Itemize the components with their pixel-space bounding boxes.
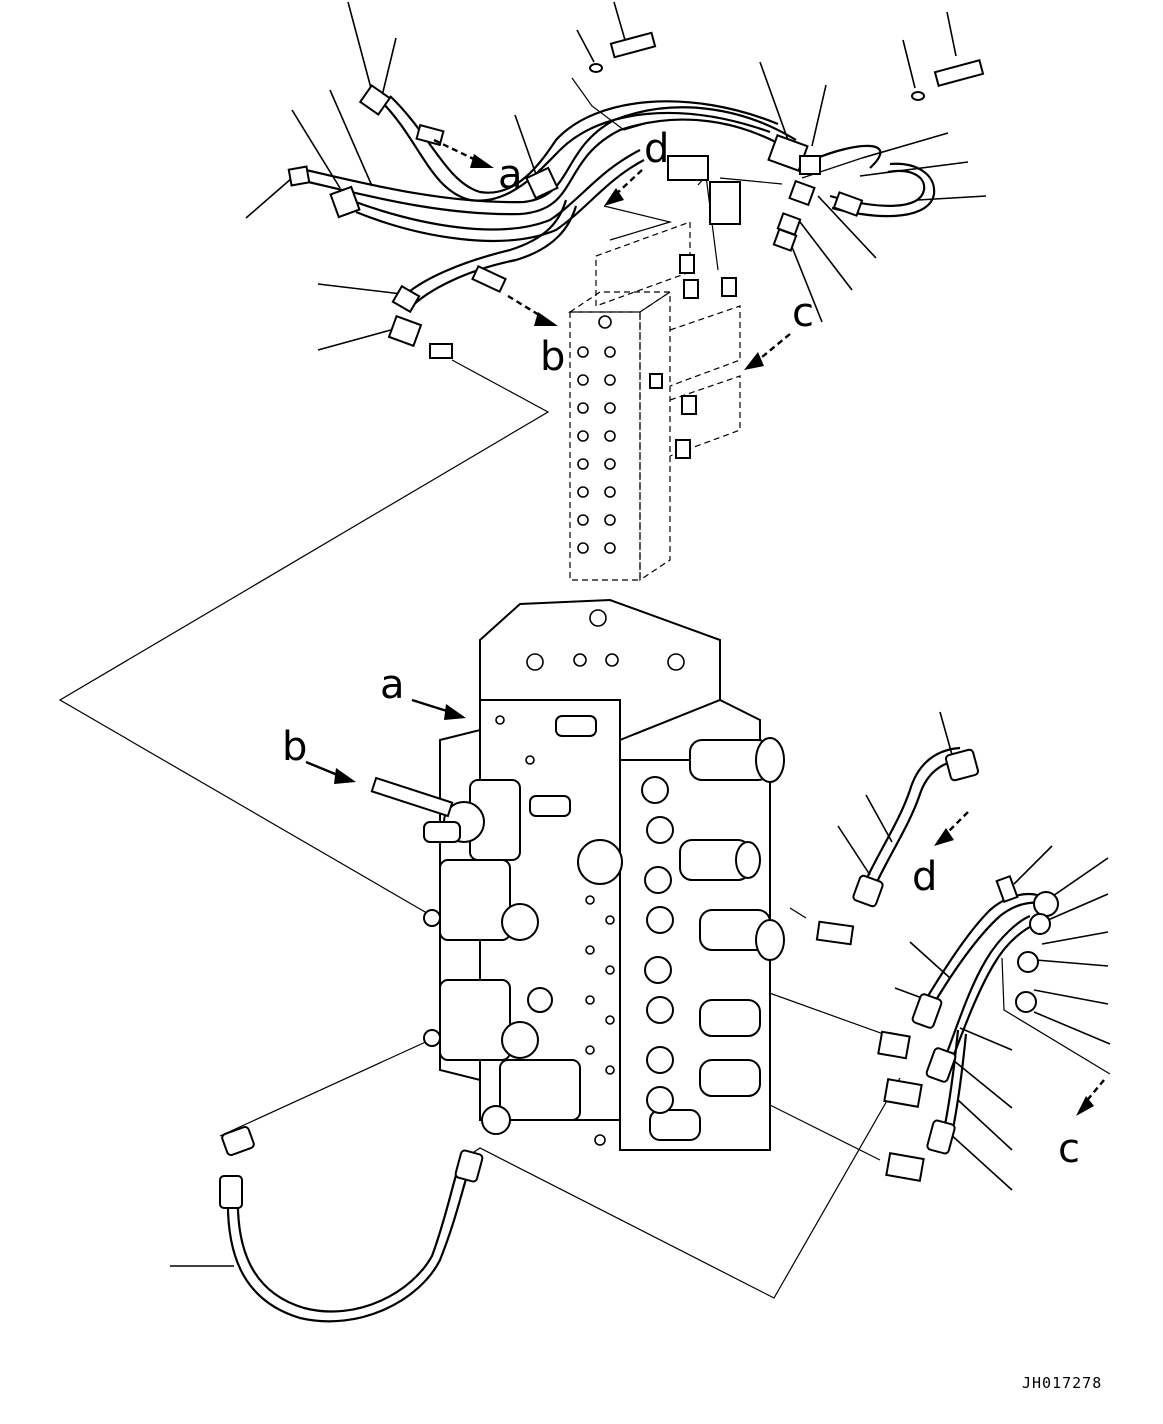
bottom-left-hose <box>219 1126 484 1323</box>
arrow-b-top <box>507 294 558 326</box>
view-labels: a b c d a b d c JH017278 <box>282 126 1102 1392</box>
label-c-right: c <box>1058 1126 1080 1172</box>
upper-valve-body <box>568 221 741 582</box>
label-a-main: a <box>380 662 405 708</box>
arrow-a-top <box>433 138 494 168</box>
arrow-c-top <box>744 333 791 370</box>
upper-hose-harness <box>287 31 985 359</box>
main-control-valve <box>370 598 785 1151</box>
label-d-right: d <box>912 854 937 900</box>
drawing-code: JH017278 <box>1022 1374 1102 1392</box>
arrow-d-right <box>934 811 969 846</box>
label-c-top: c <box>792 290 814 336</box>
label-b-top: b <box>540 334 565 380</box>
arrow-c-right <box>1076 1079 1105 1116</box>
right-pipe-d <box>815 746 979 1182</box>
label-a-top: a <box>498 152 523 198</box>
callout-leaders <box>170 1 1111 1267</box>
label-d-top: d <box>644 126 669 172</box>
direction-arrows <box>305 138 1105 1116</box>
label-b-main: b <box>282 724 307 770</box>
arrow-a-main <box>411 698 466 720</box>
arrow-d-top <box>604 169 643 206</box>
right-hose-harness-c <box>911 874 1059 1155</box>
arrow-b-main <box>305 760 356 784</box>
assembly-lines <box>58 77 1111 1299</box>
